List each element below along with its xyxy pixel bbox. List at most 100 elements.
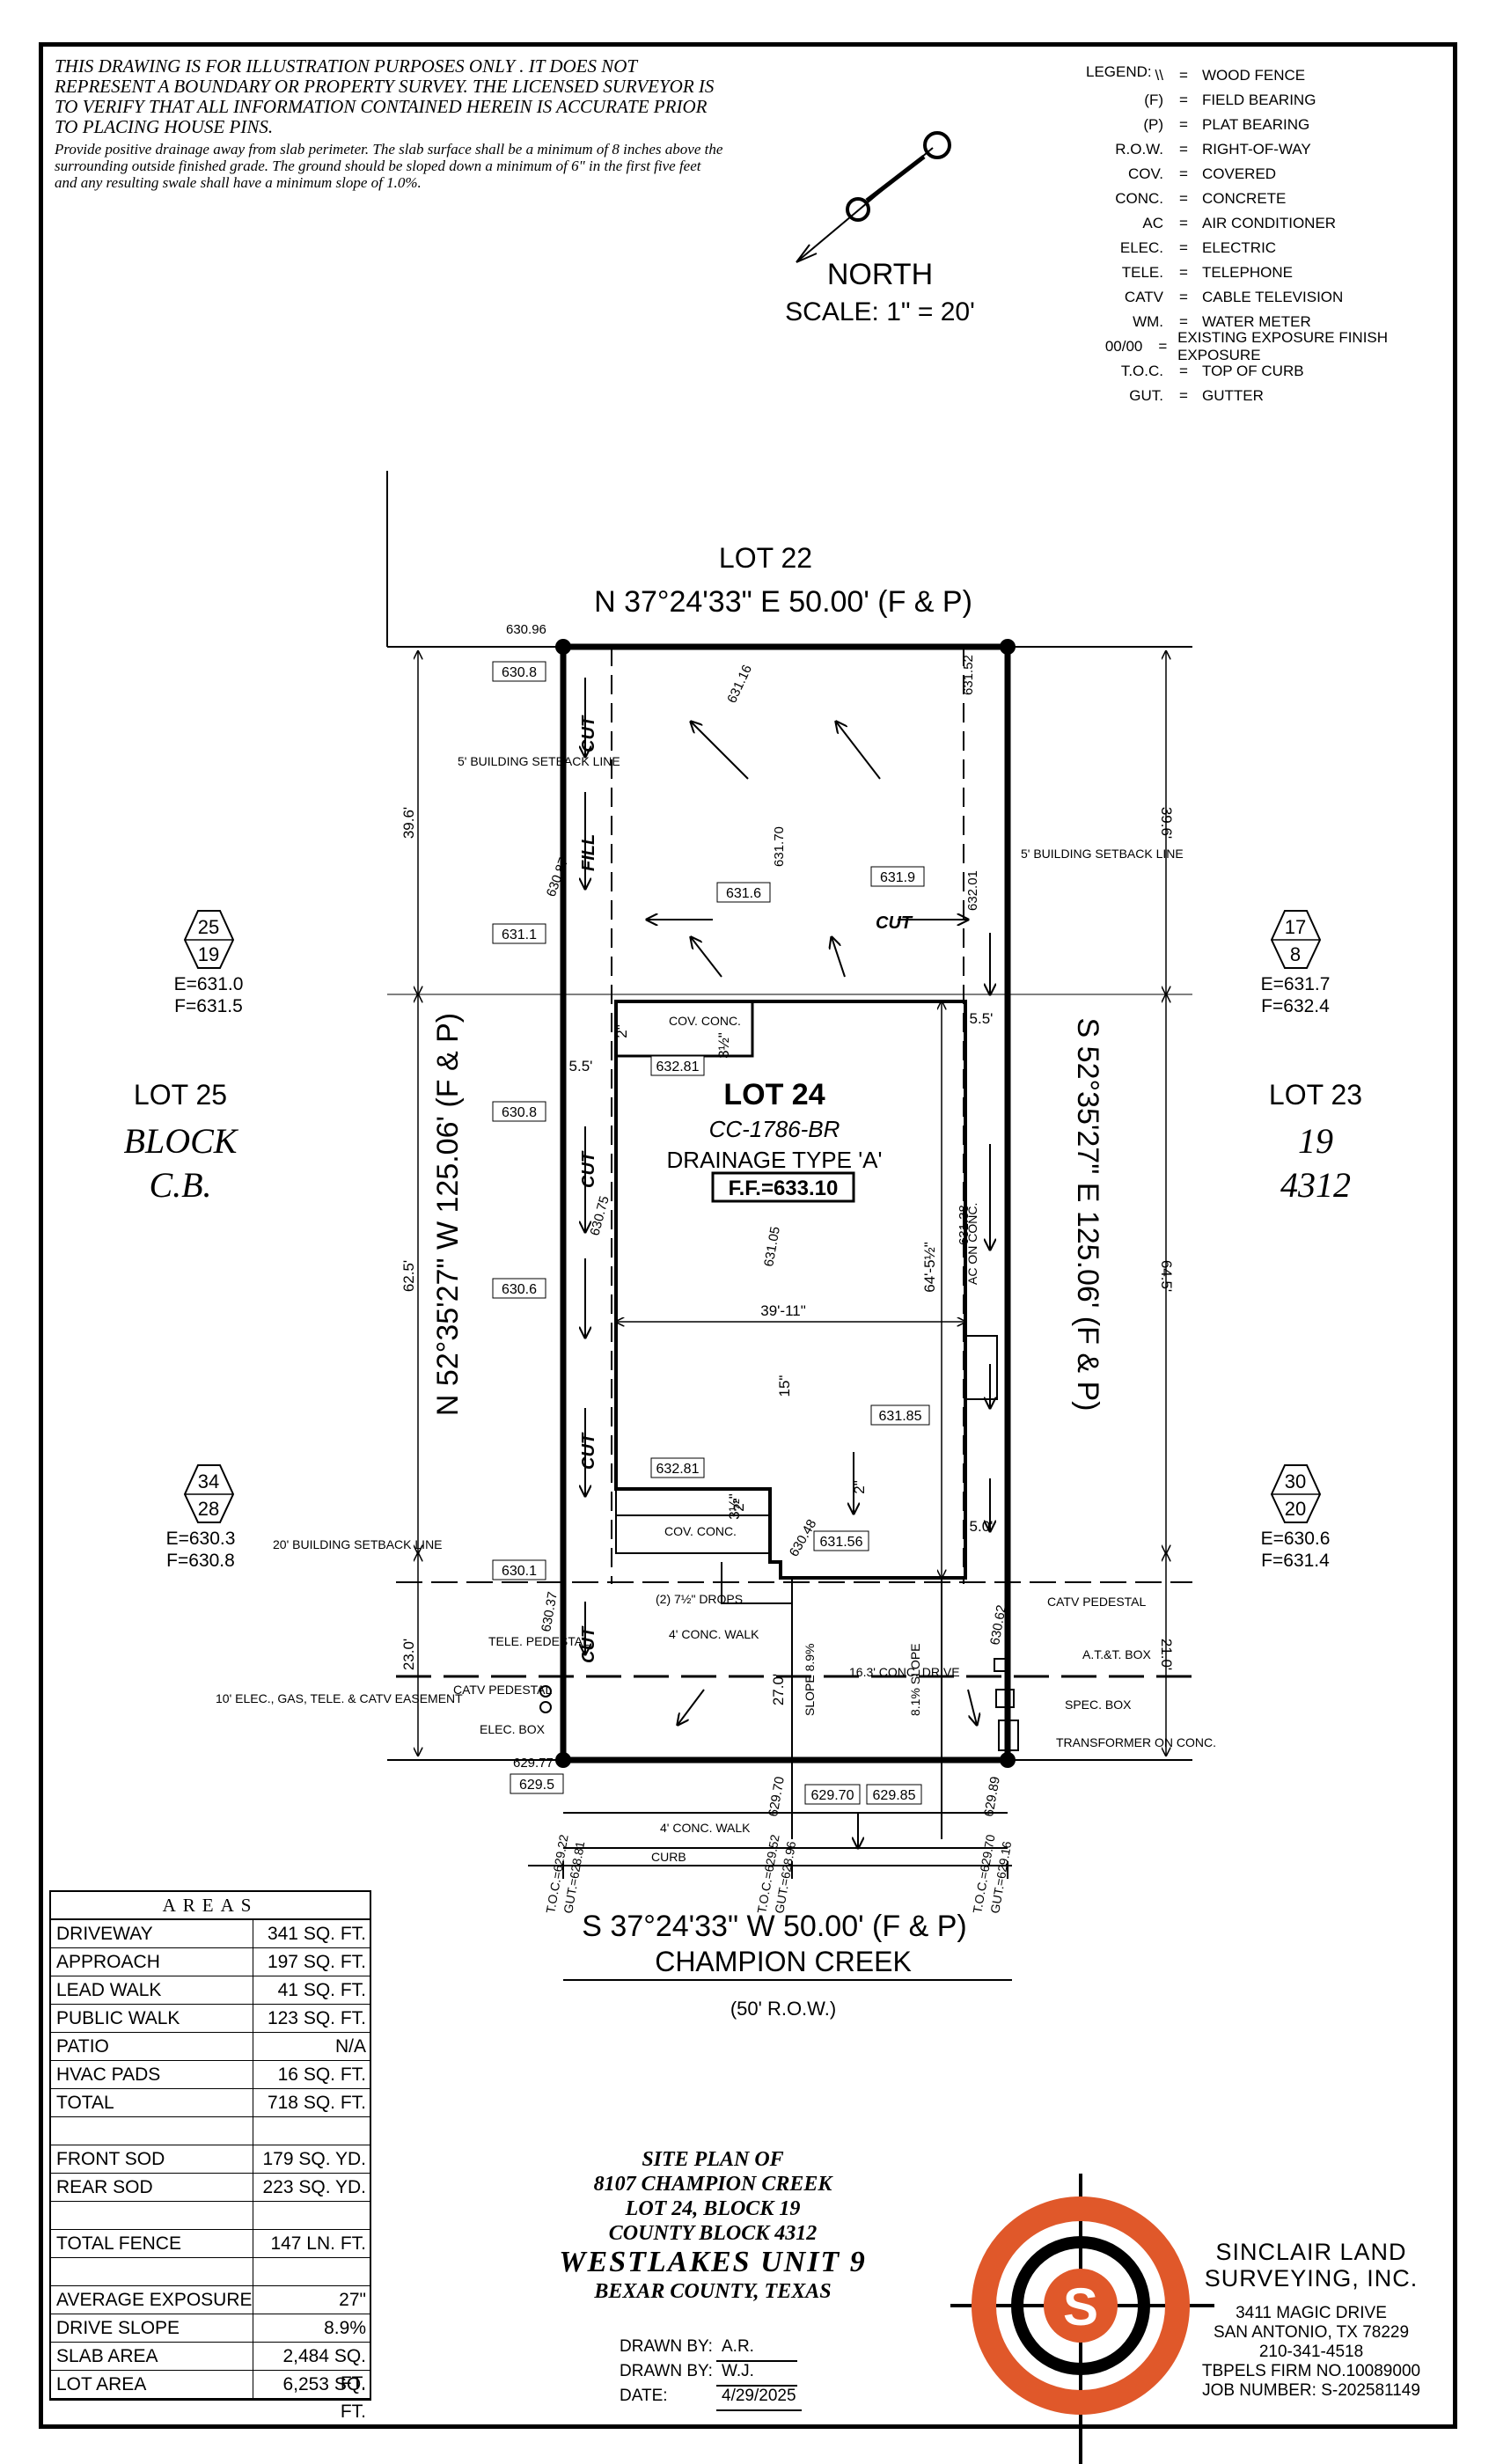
drainage-arrows bbox=[585, 678, 990, 1848]
elev-box: 629.85 bbox=[873, 1788, 916, 1803]
block-right-2: 4312 bbox=[1280, 1165, 1351, 1205]
areas-value: 8.9% bbox=[324, 2318, 366, 2338]
dim-text: 2" bbox=[730, 1498, 747, 1512]
areas-value: 147 LN. FT. bbox=[270, 2233, 366, 2254]
company-job: JOB NUMBER: S-202581149 bbox=[1202, 2381, 1420, 2400]
areas-value bbox=[253, 2258, 370, 2285]
dim-text: 5.0' bbox=[970, 1518, 994, 1535]
dim-text: 3½" bbox=[715, 1032, 732, 1059]
drainage-note: Provide positive drainage away from slab… bbox=[55, 141, 723, 191]
areas-key: FRONT SOD bbox=[51, 2145, 253, 2173]
street-name: CHAMPION CREEK bbox=[655, 1946, 912, 1977]
lead-walk bbox=[721, 1562, 792, 1604]
corner-pin bbox=[1000, 1752, 1016, 1768]
areas-row bbox=[51, 2202, 370, 2230]
legend-meaning: GUTTER bbox=[1202, 387, 1264, 404]
legend-meaning: TOP OF CURB bbox=[1202, 363, 1304, 379]
legend-item: AC=AIR CONDITIONER bbox=[1038, 211, 1426, 236]
areas-key: APPROACH bbox=[51, 1948, 253, 1976]
legend-meaning: ELECTRIC bbox=[1202, 239, 1277, 256]
ff-box bbox=[711, 1171, 855, 1203]
transformer-icon bbox=[998, 1720, 1019, 1751]
date-label: DATE: bbox=[620, 2387, 668, 2405]
dim-text: 39.6' bbox=[1158, 807, 1175, 839]
corner-pin bbox=[555, 639, 571, 655]
title-block: SITE PLAN OF 8107 CHAMPION CREEK LOT 24,… bbox=[493, 2147, 933, 2304]
company-block: SINCLAIR LAND SURVEYING, INC. 3411 MAGIC… bbox=[1179, 2239, 1443, 2401]
legend-title: LEGEND: bbox=[1086, 63, 1152, 80]
spec-box-icon bbox=[995, 1689, 1015, 1708]
drawn-label: DRAWN BY: bbox=[620, 2337, 713, 2356]
areas-key: LEAD WALK bbox=[51, 1976, 253, 2004]
drawing-border bbox=[39, 42, 1457, 2429]
exp-tl-e: E=631.0 bbox=[174, 974, 244, 994]
legend-symbol: ELEC. bbox=[1119, 239, 1163, 256]
legend-symbol: TELE. bbox=[1121, 264, 1163, 281]
areas-key: TOTAL bbox=[51, 2089, 253, 2116]
exp-tr-e: E=631.7 bbox=[1261, 974, 1331, 994]
drawn-by-block: DRAWN BY:A.R. DRAWN BY:W.J. DATE:4/29/20… bbox=[620, 2337, 802, 2411]
legend-meaning: PLAT BEARING bbox=[1202, 116, 1310, 133]
legend-symbol: WM. bbox=[1133, 313, 1163, 330]
legend-meaning: FIELD BEARING bbox=[1202, 92, 1316, 108]
legend-item: GUT.=GUTTER bbox=[1038, 384, 1426, 408]
exp-br-e: E=630.6 bbox=[1261, 1529, 1331, 1549]
legend-symbol: COV. bbox=[1127, 165, 1163, 182]
legend-item: (F)=FIELD BEARING bbox=[1038, 88, 1426, 113]
legend-meaning: CABLE TELEVISION bbox=[1202, 289, 1344, 305]
title-county-block: COUNTY BLOCK 4312 bbox=[608, 2222, 818, 2245]
legend-equals: = bbox=[1179, 387, 1188, 404]
porch-outline bbox=[615, 1489, 770, 1554]
catv-pedestal-icon bbox=[539, 1701, 552, 1713]
lot-25-label: LOT 25 bbox=[134, 1079, 227, 1111]
elec-box-label: ELEC. BOX bbox=[480, 1722, 546, 1736]
scale-label: SCALE: 1" = 20' bbox=[785, 297, 975, 326]
elev-box: 630.1 bbox=[502, 1564, 537, 1579]
areas-key: TOTAL FENCE bbox=[51, 2230, 253, 2257]
gut-value: 629.16 bbox=[994, 1840, 1014, 1880]
areas-key: AVERAGE EXPOSURE bbox=[51, 2286, 253, 2314]
dim-text: 21.0' bbox=[1158, 1639, 1175, 1670]
spot-elev: 631.38 bbox=[957, 1205, 972, 1245]
dim-text: 62.5' bbox=[400, 1260, 417, 1292]
areas-value: 2,484 SQ. FT. bbox=[282, 2346, 366, 2394]
dim-text: 64.5' bbox=[1158, 1260, 1175, 1292]
title-line: SITE PLAN OF bbox=[642, 2148, 784, 2171]
date-value: 4/29/2025 bbox=[716, 2387, 802, 2411]
toc-value: 629.52 bbox=[762, 1833, 782, 1873]
catv-pedestal-label: CATV PEDESTAL bbox=[453, 1683, 553, 1697]
ac-pad bbox=[964, 1335, 998, 1400]
disclaimer: THIS DRAWING IS FOR ILLUSTRATION PURPOSE… bbox=[55, 56, 723, 192]
areas-value: 27" bbox=[339, 2290, 366, 2310]
house-slab bbox=[614, 1000, 967, 1580]
company-name-1: SINCLAIR LAND bbox=[1215, 2239, 1407, 2265]
toc-labels: T.O.C.=629.22 GUT.=628.81 T.O.C.=629.52 … bbox=[543, 1833, 1014, 1914]
gut-label: GUT.= bbox=[987, 1877, 1008, 1914]
legend-symbol: AC bbox=[1142, 215, 1163, 231]
block-left-1: BLOCK bbox=[124, 1121, 239, 1161]
bearing-right: S 52°35'27" E 125.06' (F & P) bbox=[1071, 1018, 1104, 1412]
elev-box: 632.81 bbox=[656, 1060, 700, 1074]
corner-pin bbox=[555, 1752, 571, 1768]
street-row: (50' R.O.W.) bbox=[730, 1998, 836, 2020]
lot-24-boundary bbox=[560, 643, 1011, 1764]
areas-key: HVAC PADS bbox=[51, 2061, 253, 2088]
tele-pedestal-label: TELE. PEDESTAL bbox=[488, 1634, 590, 1648]
dim-text: 23.0' bbox=[400, 1639, 417, 1670]
areas-value: 341 SQ. FT. bbox=[267, 1924, 366, 1944]
dim-text: 3½" bbox=[726, 1493, 743, 1520]
slope-label: SLOPE 8.9% bbox=[803, 1644, 817, 1717]
legend-equals: = bbox=[1179, 190, 1188, 207]
svg-text:GUT.=629.16: GUT.=629.16 bbox=[987, 1840, 1014, 1915]
spot-elev: 630.37 bbox=[539, 1591, 561, 1633]
legend-item: \\=WOOD FENCE bbox=[1038, 63, 1426, 88]
spec-box-label: SPEC. BOX bbox=[1065, 1698, 1132, 1712]
cut-label: CUT bbox=[579, 1150, 598, 1188]
areas-title: AREAS bbox=[51, 1892, 370, 1920]
fill-label: FILL bbox=[579, 834, 598, 871]
areas-row bbox=[51, 2258, 370, 2286]
company-address: 3411 MAGIC DRIVE bbox=[1236, 2304, 1387, 2322]
areas-value bbox=[253, 2117, 370, 2145]
